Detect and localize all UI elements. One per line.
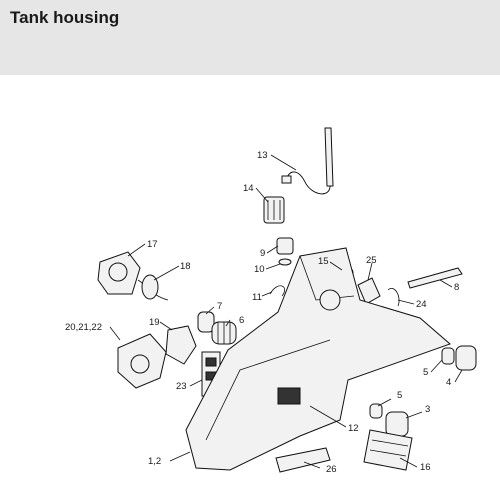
tank-housing-part bbox=[185, 247, 451, 471]
stud-part bbox=[407, 267, 463, 289]
annular-buffer-part bbox=[197, 311, 237, 345]
hose-24-part bbox=[387, 288, 400, 307]
callout-23: 23 bbox=[176, 381, 187, 392]
rear-buffer-part bbox=[441, 345, 477, 371]
page-title: Tank housing bbox=[10, 8, 120, 27]
callout-12: 12 bbox=[348, 423, 359, 434]
page-header: Tank housing bbox=[0, 0, 500, 75]
callout-24: 24 bbox=[416, 299, 427, 310]
callout-5b: 5 bbox=[397, 390, 402, 401]
callout-18: 18 bbox=[180, 261, 191, 272]
callout-7: 7 bbox=[217, 301, 222, 312]
callout-8: 8 bbox=[454, 282, 459, 293]
callout-4: 4 bbox=[446, 377, 451, 388]
diagram-svg: 13 14 17 18 9 10 15 25 8 7 6 11 24 19 20… bbox=[65, 127, 477, 475]
callout-15: 15 bbox=[318, 256, 329, 267]
callout-1-2: 1,2 bbox=[148, 456, 161, 467]
grip-plate-16-part bbox=[363, 429, 413, 471]
callout-5a: 5 bbox=[423, 367, 428, 378]
leader-lines bbox=[109, 154, 463, 469]
callout-17: 17 bbox=[147, 239, 158, 250]
oil-pump-part bbox=[97, 251, 169, 301]
clip-part bbox=[357, 277, 381, 305]
callout-14: 14 bbox=[243, 183, 254, 194]
fuel-hose-part bbox=[281, 127, 334, 195]
callout-9: 9 bbox=[260, 248, 265, 259]
callout-16: 16 bbox=[420, 462, 431, 473]
fuel-filter-part bbox=[263, 196, 285, 224]
callout-25: 25 bbox=[366, 255, 377, 266]
gasket-part bbox=[165, 325, 197, 365]
wire-11-part bbox=[269, 285, 286, 297]
callout-26: 26 bbox=[326, 464, 337, 475]
callout-3: 3 bbox=[425, 404, 430, 415]
callout-10: 10 bbox=[254, 264, 265, 275]
exploded-parts-diagram: 13 14 17 18 9 10 15 25 8 7 6 11 24 19 20… bbox=[0, 75, 500, 498]
carburetor-part bbox=[117, 333, 167, 389]
front-buffer-part bbox=[369, 403, 409, 437]
callout-20-21-22: 20,21,22 bbox=[65, 322, 102, 333]
callout-6: 6 bbox=[239, 315, 244, 326]
grip-plate-26-part bbox=[275, 447, 331, 473]
callout-11: 11 bbox=[252, 292, 262, 303]
callout-13: 13 bbox=[257, 150, 268, 161]
vent-valve-part bbox=[276, 237, 294, 266]
callout-19: 19 bbox=[149, 317, 160, 328]
